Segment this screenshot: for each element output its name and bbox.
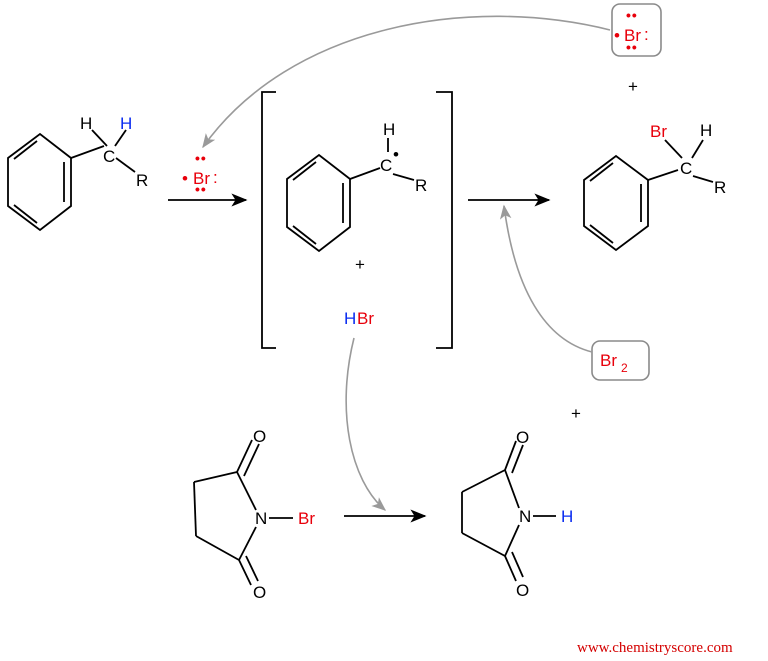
intermediate-bracket — [261, 91, 453, 349]
nitrogen-label: N — [519, 507, 531, 526]
lone-pair-right: : — [213, 168, 218, 187]
br2-label: Br — [600, 351, 617, 370]
r-group-label: R — [136, 171, 148, 190]
r-group-label: R — [714, 178, 726, 197]
lone-pair-top: •• — [195, 150, 207, 166]
atom-carbon-label: C — [680, 159, 692, 178]
lone-pair-top: •• — [626, 7, 638, 23]
curved-arrow-br-radical-recycle — [202, 15, 611, 149]
succinimide: N O O H — [461, 428, 573, 600]
carbonyl-oxygen-label: O — [253, 583, 266, 602]
br2-subscript: 2 — [621, 361, 628, 375]
nitrogen-label: N — [255, 509, 267, 528]
lone-pair-bottom: •• — [195, 181, 207, 197]
lone-pair-bottom: •• — [626, 39, 638, 55]
curved-arrow-br2-consumed — [499, 204, 593, 353]
benzene-ring — [7, 132, 72, 232]
carbonyl-oxygen-label: O — [516, 428, 529, 447]
benzene-ring — [583, 154, 649, 252]
carbonyl-oxygen-label: O — [253, 427, 266, 446]
atom-carbon-label: C — [380, 156, 392, 175]
benzylic-hydrogen-label: H — [120, 114, 132, 133]
hbr-byproduct: H Br — [344, 309, 374, 328]
radical-dot: • — [614, 26, 620, 45]
atom-hydrogen-label: H — [383, 120, 395, 139]
hbr-bromine-label: Br — [357, 309, 374, 328]
benzylic-radical-intermediate: C • H R — [286, 120, 427, 253]
plus-sign: + — [571, 404, 581, 423]
starting-benzyl-substrate: C H H R — [7, 114, 148, 232]
r-group-label: R — [415, 176, 427, 195]
radical-dot: • — [393, 145, 399, 164]
plus-sign: + — [355, 255, 365, 274]
bromine-molecule-box: Br 2 — [591, 340, 650, 381]
product-bromine-label: Br — [650, 122, 667, 141]
hbr-hydrogen-label: H — [344, 309, 356, 328]
bromine-radical-label: Br — [193, 169, 210, 188]
radical-dot: • — [182, 169, 188, 188]
benzyl-bromide-product: C Br H R — [583, 121, 726, 252]
nbs-bromine-label: Br — [298, 509, 315, 528]
bromine-radical-label: Br — [624, 26, 641, 45]
watermark-url: www.chemistryscore.com — [577, 640, 733, 656]
carbonyl-oxygen-label: O — [516, 581, 529, 600]
regenerated-bromine-radical-box: •• • Br : •• — [611, 3, 662, 57]
atom-carbon-label: C — [103, 147, 115, 166]
n-bromosuccinimide: N O O Br — [193, 427, 315, 602]
lone-pair-right: : — [644, 25, 649, 44]
atom-hydrogen-label: H — [80, 114, 92, 133]
curved-arrow-hbr-to-nbs — [345, 337, 387, 511]
imide-hydrogen-label: H — [561, 507, 573, 526]
bromine-radical-reagent: •• • Br : •• — [182, 150, 218, 197]
plus-sign: + — [628, 77, 638, 96]
benzene-ring — [286, 153, 351, 253]
atom-hydrogen-label: H — [700, 121, 712, 140]
